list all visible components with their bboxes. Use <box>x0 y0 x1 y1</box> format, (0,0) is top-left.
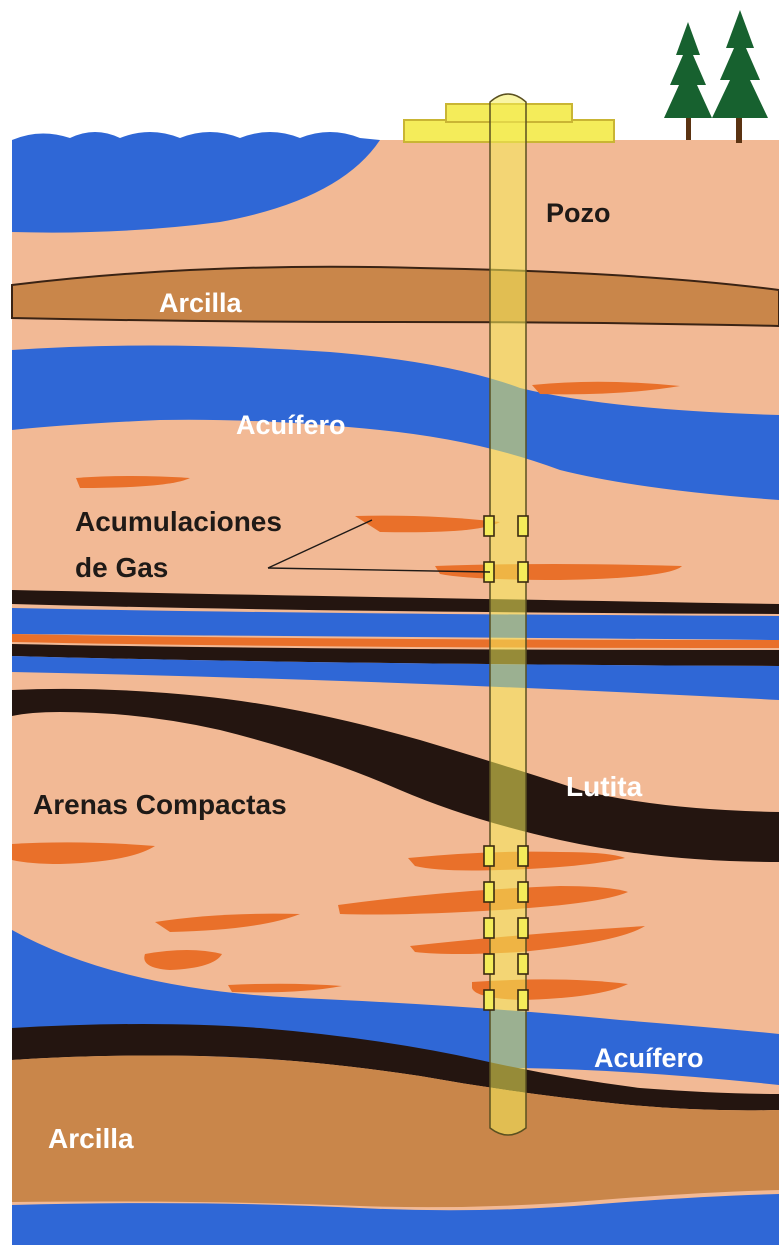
gas-thin-band <box>12 634 779 648</box>
shale-thin-band <box>12 590 779 614</box>
label-aquifer-bottom: Acuífero <box>594 1043 704 1073</box>
perforation-icon <box>483 917 495 939</box>
well-bore <box>489 93 527 1136</box>
clay-layer-bottom <box>12 1055 779 1208</box>
perforation-icon <box>517 953 529 975</box>
label-gas-line2: de Gas <box>75 552 168 583</box>
aquifer-bottom-strip <box>12 1194 779 1245</box>
gas-lens <box>76 476 190 488</box>
sky <box>0 0 779 140</box>
label-clay-bottom: Arcilla <box>48 1123 134 1154</box>
perforation-icon <box>517 917 529 939</box>
label-gas-line1: Acumulaciones <box>75 506 282 537</box>
perforation-icon <box>483 845 495 867</box>
tree-icon <box>664 22 712 140</box>
perforation-icon <box>517 881 529 903</box>
gas-lens <box>355 515 500 533</box>
gas-lens <box>155 913 300 932</box>
perforation-icon <box>517 561 529 583</box>
perforation-icon <box>483 515 495 537</box>
surface-lake <box>12 132 380 233</box>
perforation-icon <box>483 989 495 1011</box>
label-shale: Lutita <box>566 771 643 802</box>
perforation-icon <box>483 953 495 975</box>
gas-lens <box>228 983 342 993</box>
shale-layer <box>12 688 779 862</box>
tree-icon <box>712 10 768 143</box>
perforation-icon <box>517 845 529 867</box>
aquifer-thin-band <box>12 608 779 640</box>
gas-leader-lines <box>267 519 491 573</box>
gas-lens <box>338 886 628 915</box>
label-clay-top: Arcilla <box>159 288 243 318</box>
gas-lenses <box>12 381 682 1000</box>
shale-band-2 <box>12 644 779 666</box>
gas-lens <box>532 381 680 395</box>
aquifer-band-2 <box>12 656 779 700</box>
shale-bottom-band <box>12 1024 779 1111</box>
label-well: Pozo <box>546 198 611 228</box>
perforations <box>483 515 529 1011</box>
label-tight-sands: Arenas Compactas <box>33 789 287 820</box>
gas-lens <box>12 842 155 864</box>
perforation-icon <box>517 989 529 1011</box>
gas-lens <box>144 950 222 970</box>
label-aquifer-top: Acuífero <box>236 410 346 440</box>
gas-lens <box>410 926 645 954</box>
perforation-icon <box>483 881 495 903</box>
clay-layer-top <box>11 265 779 328</box>
perforation-icon <box>517 515 529 537</box>
aquifer-upper <box>12 345 779 500</box>
